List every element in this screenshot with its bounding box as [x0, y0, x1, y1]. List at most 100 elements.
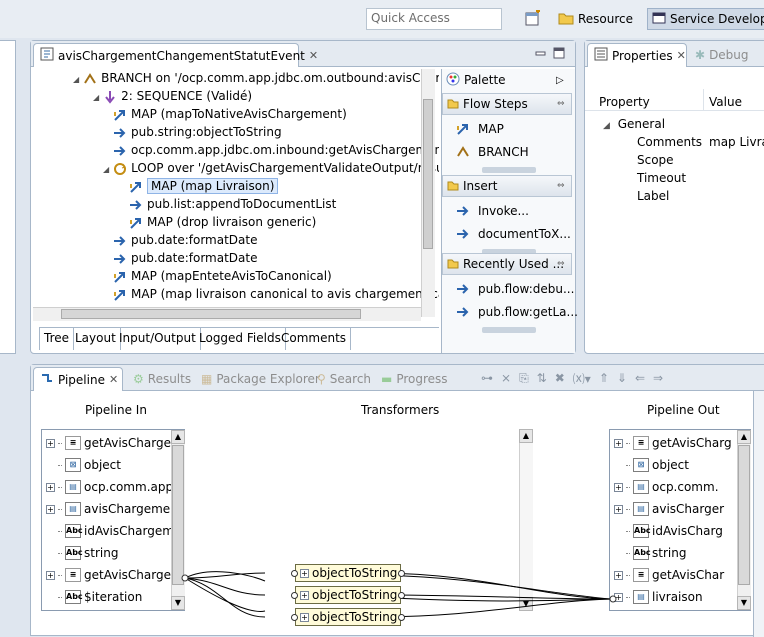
expand-icon[interactable]: + — [300, 568, 309, 578]
pipeline-variable[interactable]: +≡getAvisCharger — [46, 432, 176, 454]
pipeline-tab[interactable]: Pipeline ✕ — [33, 367, 123, 391]
close-icon[interactable]: ✕ — [676, 49, 686, 62]
transformer-box[interactable]: +objectToString — [291, 608, 405, 626]
shift-left-icon[interactable]: ⇐ — [634, 371, 646, 385]
subtab-input-output[interactable]: Input/Output — [115, 328, 201, 350]
search-tab[interactable]: ⚲Search — [311, 367, 377, 391]
input-port-icon[interactable] — [291, 613, 298, 621]
package-explorer-tab[interactable]: ▦Package Explorer — [195, 367, 326, 391]
tree-hscroll-thumb[interactable] — [61, 309, 361, 319]
perspective-service-development[interactable]: Service Development — [647, 8, 764, 30]
pin-icon[interactable]: ⇔ — [557, 99, 565, 109]
scroll-down-icon[interactable]: ▼ — [737, 596, 751, 610]
transformers-scrollbar[interactable] — [519, 429, 533, 611]
palette-item[interactable]: documentToX... — [456, 224, 571, 244]
expand-icon[interactable]: + — [46, 438, 55, 448]
palette-item[interactable]: pub.flow:debu... — [456, 279, 574, 299]
palette-item[interactable]: pub.flow:getLa... — [456, 302, 578, 322]
open-perspective-icon[interactable] — [524, 9, 542, 28]
palette-expand-icon[interactable]: ▷ — [556, 74, 564, 86]
editor-tab[interactable]: avisChargementChangementStatutEvent ✕ — [33, 43, 318, 67]
pipeline-variable[interactable]: Abc$iteration — [46, 586, 142, 608]
flow-step-3[interactable]: pub.string:objectToString — [113, 123, 282, 141]
transformer-box[interactable]: +objectToString — [291, 586, 405, 604]
pipeline-variable[interactable]: +≡getAvisChar — [614, 564, 724, 586]
subtab-logged-fields[interactable]: Logged Fields — [195, 328, 286, 350]
results-tab[interactable]: ⚙Results — [127, 367, 197, 391]
palette-item[interactable]: BRANCH — [456, 142, 529, 162]
expand-icon[interactable]: + — [614, 504, 623, 514]
flow-step-11[interactable]: MAP (mapEnteteAvisToCanonical) — [113, 267, 332, 285]
minimize-icon[interactable] — [535, 47, 547, 59]
close-icon[interactable]: ✕ — [308, 49, 319, 62]
quick-access-input[interactable]: Quick Access — [366, 8, 502, 30]
output-port-icon[interactable] — [398, 613, 405, 621]
expand-icon[interactable]: + — [614, 438, 623, 448]
delete-icon[interactable]: ✖ — [554, 371, 565, 385]
scroll-thumb[interactable] — [172, 445, 184, 585]
expand-icon[interactable]: + — [46, 482, 55, 492]
palette-group-1[interactable]: Insert⇔ — [442, 175, 572, 197]
transformer-box[interactable]: +objectToString — [291, 564, 405, 582]
flow-step-6[interactable]: MAP (map Livraison) — [129, 177, 279, 195]
flow-step-0[interactable]: ◢BRANCH on '/ocp.comm.app.jdbc.om.outbou… — [73, 69, 439, 87]
shift-right-icon[interactable]: ⇒ — [653, 371, 664, 385]
flow-step-2[interactable]: MAP (mapToNativeAvisChargement) — [113, 105, 347, 123]
properties-group[interactable]: ◢ General — [603, 117, 665, 131]
expand-icon[interactable]: + — [46, 504, 55, 514]
expand-icon[interactable]: + — [300, 590, 309, 600]
expand-icon[interactable]: + — [614, 482, 623, 492]
close-icon[interactable]: ✕ — [108, 373, 119, 386]
perspective-resource[interactable]: Resource — [554, 8, 637, 30]
maximize-icon[interactable] — [553, 47, 565, 59]
pipeline-variable[interactable]: +▤ocp.comm.app — [46, 476, 173, 498]
pin-icon[interactable]: ⇔ — [557, 259, 565, 269]
subtab-comments[interactable]: Comments — [277, 328, 352, 350]
debug-tab[interactable]: ✱ Debug — [689, 43, 764, 67]
properties-tab[interactable]: Properties ✕ — [587, 43, 687, 67]
flow-step-4[interactable]: ocp.comm.app.jdbc.om.inbound:getAvisChar… — [113, 141, 439, 159]
variable-icon[interactable]: ⒳▾ — [572, 371, 591, 386]
scroll-down-icon[interactable]: ▼ — [171, 596, 185, 610]
progress-tab[interactable]: ▬Progress — [375, 367, 454, 391]
set-value-icon[interactable]: ⎘ — [519, 370, 529, 385]
palette-group-0[interactable]: Flow Steps⇔ — [442, 93, 572, 115]
scroll-up-icon[interactable]: ▲ — [519, 429, 533, 443]
pin-icon[interactable]: ⇔ — [557, 181, 565, 191]
tree-scroll-thumb[interactable] — [423, 99, 433, 249]
subtab-layout[interactable]: Layout — [71, 328, 121, 350]
expand-icon[interactable]: + — [300, 612, 309, 622]
output-port-icon[interactable] — [398, 591, 405, 599]
pipeline-variable[interactable]: ⊠object — [614, 454, 689, 476]
flow-step-10[interactable]: pub.date:formatDate — [113, 249, 257, 267]
output-port-icon[interactable] — [398, 569, 405, 577]
palette-group-scroll[interactable] — [482, 327, 536, 333]
flow-step-9[interactable]: pub.date:formatDate — [113, 231, 257, 249]
move-up-icon[interactable]: ⇑ — [598, 371, 609, 385]
flow-step-12[interactable]: MAP (map livraison canonical to avis cha… — [113, 285, 439, 303]
palette-group-scroll[interactable] — [482, 249, 536, 255]
pipeline-variable[interactable]: +≡getAvisCharger — [46, 564, 176, 586]
flow-step-7[interactable]: pub.list:appendToDocumentList — [129, 195, 336, 213]
input-port-icon[interactable] — [291, 591, 298, 599]
pipeline-variable[interactable]: +▤ocp.comm. — [614, 476, 719, 498]
palette-group-scroll[interactable] — [482, 167, 536, 173]
scroll-up-icon[interactable]: ▲ — [171, 430, 185, 444]
pipeline-variable[interactable]: +▤avisCharger — [614, 498, 724, 520]
palette-item[interactable]: MAP — [456, 119, 504, 139]
collapse-icon[interactable]: ◢ — [103, 165, 110, 174]
pipeline-variable[interactable]: ⊠object — [46, 454, 121, 476]
expand-icon[interactable]: + — [46, 570, 55, 580]
flow-step-8[interactable]: MAP (drop livraison generic) — [129, 213, 316, 231]
scroll-up-icon[interactable]: ▲ — [737, 430, 751, 444]
map-icon[interactable]: ⇅ — [536, 371, 547, 385]
palette-group-2[interactable]: Recently Used ...⇔ — [442, 253, 572, 275]
collapse-icon[interactable]: ◢ — [73, 75, 80, 84]
scroll-thumb[interactable] — [738, 445, 750, 585]
collapse-icon[interactable]: ◢ — [603, 121, 610, 131]
link-icon[interactable]: ⊶ — [481, 371, 493, 385]
